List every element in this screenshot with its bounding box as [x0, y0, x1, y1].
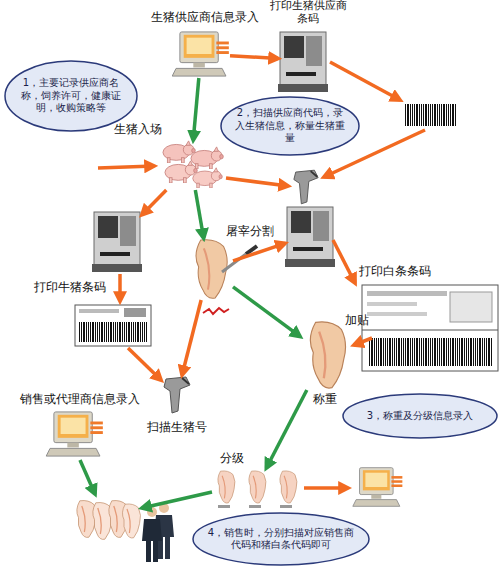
pig-icon	[193, 168, 222, 188]
step-caption: 称重	[300, 392, 350, 406]
flow-arrow	[333, 240, 355, 283]
step-caption: 生猪供应商信息录入	[140, 10, 270, 24]
grade-tag	[249, 505, 261, 508]
person-head	[147, 507, 157, 517]
ellipse-shape	[221, 97, 359, 155]
flow-arrow	[354, 338, 372, 345]
step-caption: 打印生猪供应商条码	[266, 0, 350, 26]
step-caption: 打印白条条码	[345, 264, 445, 278]
scanner-icon	[164, 377, 190, 413]
graded-carcass	[218, 471, 235, 503]
pig-icon	[191, 147, 223, 169]
step-caption: 生猪入场	[108, 122, 168, 136]
flow-connector	[142, 190, 166, 215]
callout-text: 1，主要记录供应商名称，饲养许可，健康证明，收购策略等	[19, 77, 123, 115]
flow-connector	[266, 390, 306, 468]
icon-node: 称重	[300, 320, 350, 390]
callout-ellipse: 2，扫描供应商代码，录入生猪信息，称量生猪重量	[220, 96, 360, 156]
icon-node: 打印白条条码	[285, 203, 335, 267]
computer-icon	[46, 412, 103, 456]
strip-barcode	[368, 338, 492, 366]
flow-connector	[193, 78, 199, 140]
ellipse-shape	[343, 394, 497, 438]
person-body	[142, 519, 162, 541]
flow-connector	[195, 190, 203, 238]
callout-text: 3，称重及分级信息录入	[367, 410, 473, 423]
knife-blade	[222, 254, 246, 272]
flow-connector	[230, 56, 278, 59]
callout-ellipse: 1，主要记录供应商名称，饲养许可，健康证明，收购策略等	[4, 60, 138, 132]
printer-icon	[285, 207, 335, 267]
flow-connector	[182, 300, 201, 375]
ellipse-shape	[193, 513, 369, 565]
flow-arrow	[118, 274, 122, 301]
icon-node: 打印生猪供应商条码	[278, 28, 328, 92]
pig-label	[75, 305, 151, 346]
flow-connector	[233, 287, 300, 337]
step-caption: 打印牛猪条码	[30, 280, 110, 294]
step-caption: 屠宰分割	[220, 224, 280, 238]
icon-node: 屠宰分割	[185, 238, 233, 300]
step-caption: 分级	[212, 451, 252, 465]
callout-text: 4，销售时，分别扫描对应销售商代码和猪白条代码即可	[207, 527, 355, 552]
meat-pieces	[203, 308, 229, 314]
grade-tag	[218, 505, 230, 508]
step-caption: 销售或代理商信息录入	[10, 392, 150, 406]
supplier-barcode	[404, 104, 456, 126]
person-leg	[153, 541, 158, 562]
note-label: 加贴	[345, 312, 369, 329]
grade-tag	[280, 505, 292, 508]
flow-arrow	[304, 486, 348, 490]
label-picture	[450, 292, 492, 322]
flow-arrow	[142, 492, 212, 508]
graded-carcass	[280, 471, 297, 503]
flow-arrow	[226, 178, 288, 186]
pig-icon	[165, 161, 197, 183]
step-caption: 扫描生猪号	[137, 420, 217, 434]
icon-node: 扫描生猪号	[162, 375, 192, 415]
icon-node: 销售或代理商信息录入	[45, 410, 105, 458]
pig-icon	[163, 141, 195, 163]
ellipse-shape	[5, 61, 137, 131]
label-text-line	[367, 291, 447, 296]
label-text-line	[367, 302, 417, 306]
icon-node: 分级	[210, 468, 302, 508]
printer-icon	[92, 212, 142, 272]
callout-ellipse: 4，销售时，分别扫描对应销售商代码和猪白条代码即可	[192, 512, 370, 566]
flow-connector	[233, 243, 285, 261]
label-divider	[362, 330, 498, 331]
carcass-icon	[310, 322, 345, 388]
person-leg	[165, 537, 170, 559]
callout-ellipse: 3，称重及分级信息录入	[342, 393, 498, 439]
graded-carcass	[249, 471, 266, 503]
flow-arrow	[98, 166, 154, 168]
sale-carcass	[122, 504, 140, 538]
printer-icon	[278, 32, 328, 92]
label-text-line	[79, 309, 119, 313]
computer-icon	[172, 32, 229, 76]
carcass-icon	[196, 240, 227, 299]
knife-handle	[246, 246, 257, 254]
label-logo	[124, 308, 146, 317]
callout-text: 2，扫描供应商代码，录入生猪信息，称量生猪重量	[235, 107, 345, 145]
computer-icon	[353, 468, 403, 507]
pig-label-barcode	[79, 322, 147, 342]
scanner-icon	[294, 170, 318, 204]
icon-node: 生猪供应商信息录入	[172, 30, 230, 78]
icon-node: 生猪入场	[158, 140, 224, 190]
flow-arrow	[128, 348, 161, 380]
flow-arrow	[80, 460, 95, 494]
sale-carcass	[77, 501, 97, 538]
white-strip-label	[362, 285, 498, 371]
flow-arrow	[330, 62, 400, 100]
label-text-line	[367, 312, 427, 316]
person-leg	[146, 541, 151, 562]
icon-node: 打印牛猪条码	[92, 208, 142, 272]
